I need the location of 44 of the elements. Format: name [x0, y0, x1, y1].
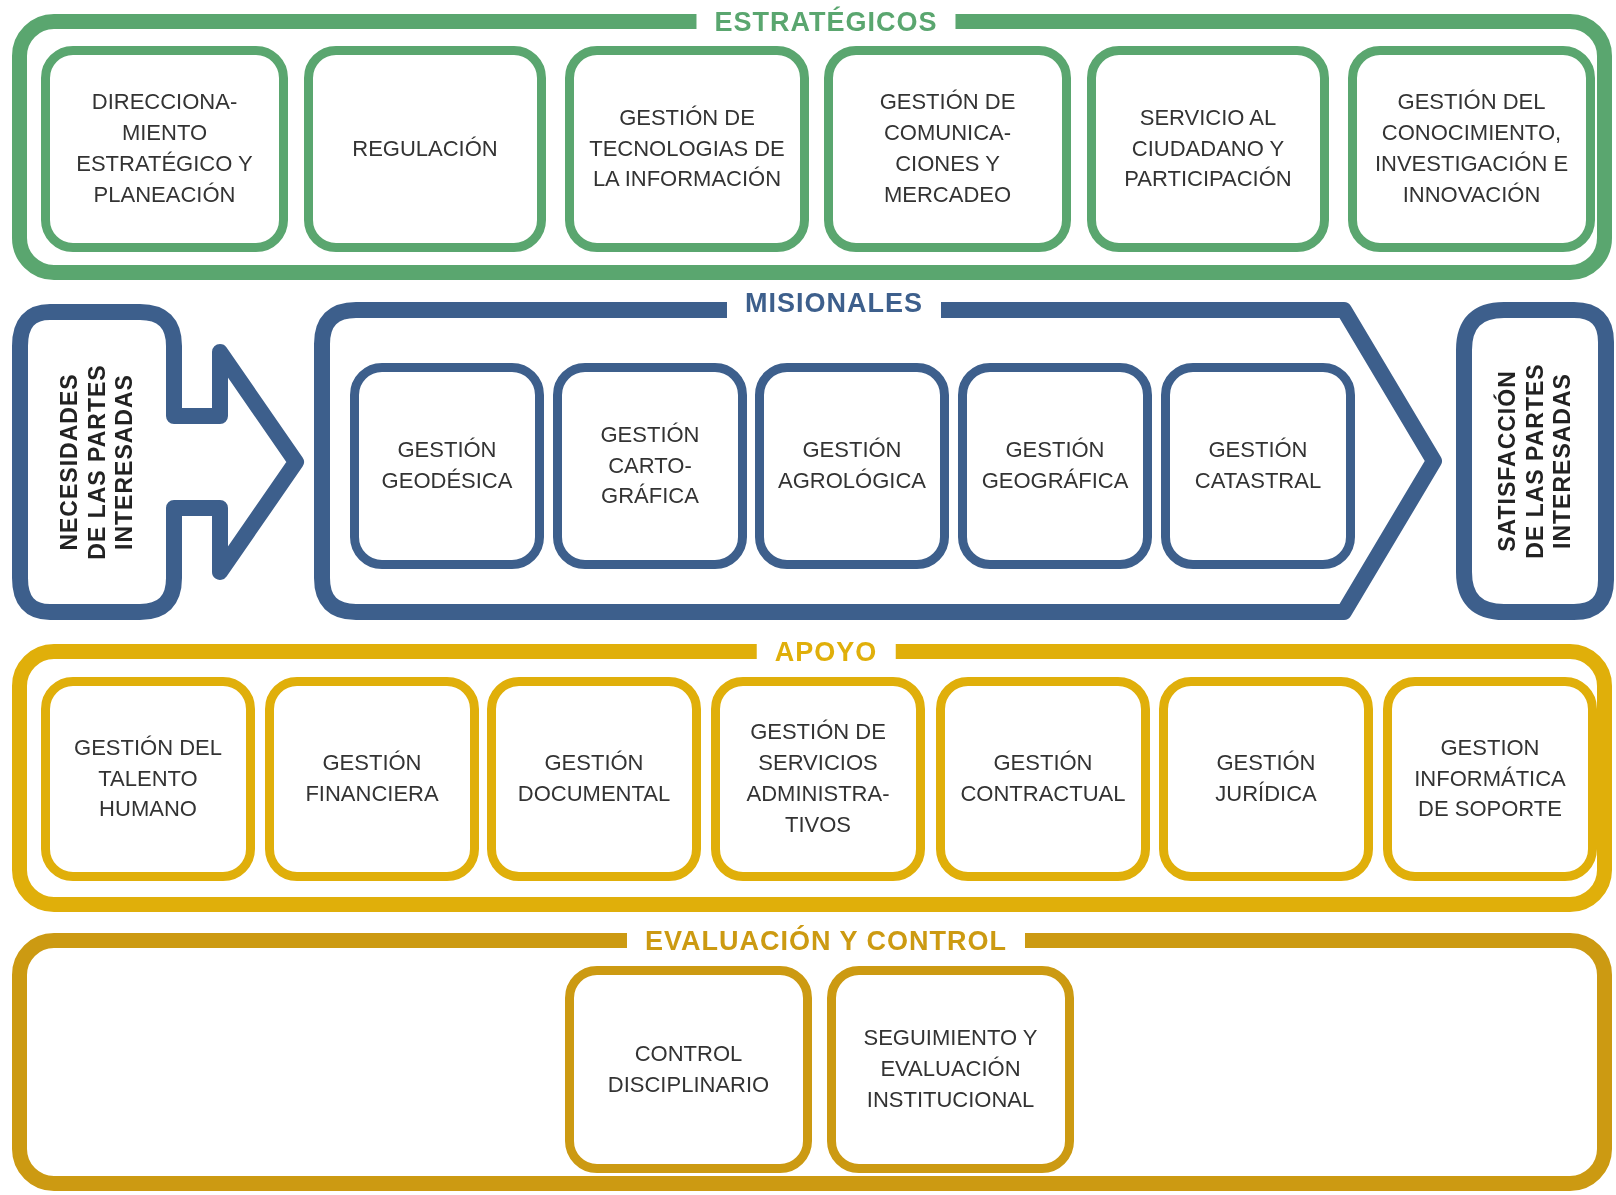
- process-label: GESTIÓN JURÍDICA: [1214, 749, 1318, 808]
- arrow-shape: [12, 304, 304, 620]
- process-box: [350, 363, 544, 569]
- process-box: [1348, 46, 1595, 252]
- process-box: [711, 677, 925, 881]
- process-label: CONTROL DISCIPLINARIO: [606, 1039, 771, 1099]
- process-box: [487, 677, 701, 881]
- process-label: GESTIÓN FINANCIERA: [304, 749, 440, 808]
- process-box: [1161, 363, 1355, 569]
- process-box: [958, 363, 1152, 569]
- process-label: GESTIÓN CATASTRAL: [1193, 436, 1323, 495]
- process-label: GESTIÓN DE TECNOLOGIAS DE LA INFORMACIÓN: [588, 103, 786, 194]
- process-box: [1087, 46, 1329, 252]
- rounded-panel: [1456, 302, 1614, 620]
- process-label: GESTIÓN DEL CONOCIMIENTO, INVESTIGACIÓN E INNOVACIÓN: [1373, 88, 1570, 209]
- process-label: GESTION INFORMÁTICA DE SOPORTE: [1413, 733, 1567, 824]
- process-box: [41, 46, 288, 252]
- process-label: DIRECCIONA- MIENTO ESTRATÉGICO Y PLANEACIÓN: [75, 88, 254, 209]
- process-box: [265, 677, 479, 881]
- process-label: GESTIÓN DOCUMENTAL: [516, 749, 672, 808]
- process-label: REGULACIÓN: [351, 134, 499, 163]
- process-label: GESTIÓN DE COMUNICA- CIONES Y MERCADEO: [878, 88, 1017, 209]
- process-label: GESTIÓN CONTRACTUAL: [959, 749, 1127, 808]
- process-box: [41, 677, 255, 881]
- process-box: [827, 966, 1074, 1173]
- process-box: [565, 46, 809, 252]
- process-box: [824, 46, 1071, 252]
- process-label: GESTIÓN DE SERVICIOS ADMINISTRA- TIVOS: [745, 718, 891, 839]
- process-label: SEGUIMIENTO Y EVALUACIÓN INSTITUCIONAL: [862, 1024, 1039, 1114]
- process-box: [565, 966, 812, 1173]
- process-box: [304, 46, 546, 252]
- process-box: [1383, 677, 1597, 881]
- process-label: GESTIÓN AGROLÓGICA: [777, 436, 927, 495]
- vertical-label: NECESIDADES DE LAS PARTES INTERESADAS: [55, 363, 138, 562]
- process-box: [1159, 677, 1373, 881]
- process-label: GESTIÓN GEOGRÁFICA: [980, 436, 1130, 495]
- vertical-label: SATISFACCIÓN DE LAS PARTES INTERESADAS: [1493, 362, 1576, 561]
- process-label: GESTIÓN CARTO- GRÁFICA: [599, 420, 701, 511]
- process-label: GESTIÓN DEL TALENTO HUMANO: [73, 733, 223, 824]
- process-label: SERVICIO AL CIUDADANO Y PARTICIPACIÓN: [1123, 103, 1293, 194]
- process-box: [553, 363, 747, 569]
- process-box: [936, 677, 1150, 881]
- process-box: [755, 363, 949, 569]
- process-label: GESTIÓN GEODÉSICA: [380, 436, 514, 495]
